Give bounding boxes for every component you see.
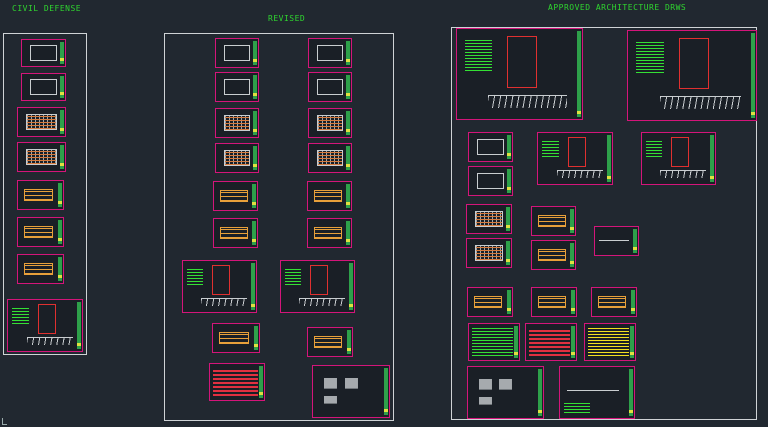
civil-defense-frame[interactable]: [3, 33, 87, 355]
drawing-sheet-section[interactable]: [594, 226, 639, 256]
drawing-sheet-schedule[interactable]: [209, 363, 265, 401]
drawing-sheet-floor-plan[interactable]: [215, 143, 259, 173]
drawing-sheet-plan[interactable]: [308, 38, 352, 68]
drawing-sheet-elevation[interactable]: [17, 254, 64, 284]
drawing-sheet-plan[interactable]: [21, 73, 66, 101]
drawing-sheet-floor-plan[interactable]: [308, 143, 352, 173]
revised-label: REVISED: [268, 14, 306, 23]
drawing-sheet-schedule[interactable]: [525, 323, 577, 361]
drawing-sheet-elevation[interactable]: [307, 327, 353, 357]
drawing-sheet-floor-plan[interactable]: [308, 108, 352, 138]
drawing-sheet-floor-plan[interactable]: [17, 107, 66, 137]
drawing-sheet-floor-plan[interactable]: [466, 204, 512, 234]
drawing-sheet-elevation[interactable]: [531, 240, 576, 270]
drawing-sheet-floor-plan[interactable]: [466, 238, 512, 268]
drawing-sheet-elevation[interactable]: [591, 287, 637, 317]
drawing-sheet-elevation[interactable]: [17, 180, 64, 210]
drawing-sheet-elevation[interactable]: [213, 218, 258, 248]
drawing-sheet-plan[interactable]: [21, 39, 66, 67]
approved-drawings-label: APPROVED ARCHITECTURE DRWS: [548, 3, 687, 12]
drawing-sheet-elevation[interactable]: [307, 181, 352, 211]
drawing-sheet-elevation[interactable]: [467, 287, 513, 317]
drawing-sheet-elevation[interactable]: [213, 181, 258, 211]
drawing-sheet-site-plan[interactable]: [537, 132, 613, 185]
drawing-sheet-details[interactable]: [467, 366, 544, 419]
drawing-sheet-site-plan[interactable]: [182, 260, 257, 313]
drawing-sheet-plan[interactable]: [215, 72, 259, 102]
drawing-sheet-elevation[interactable]: [531, 287, 577, 317]
drawing-sheet-elevation[interactable]: [17, 217, 64, 247]
revised-frame[interactable]: [164, 33, 394, 421]
drawing-sheet-notes[interactable]: [584, 323, 636, 361]
drawing-sheet-plan[interactable]: [215, 38, 259, 68]
drawing-sheet-site-plan[interactable]: [7, 299, 83, 352]
drawing-sheet-elevation[interactable]: [212, 323, 260, 353]
drawing-sheet-details[interactable]: [312, 365, 390, 418]
drawing-sheet-site-plan[interactable]: [280, 260, 355, 313]
drawing-sheet-plan[interactable]: [308, 72, 352, 102]
ucs-cursor-icon: [2, 418, 7, 425]
drawing-sheet-elevation[interactable]: [531, 206, 576, 236]
drawing-sheet-site-plan[interactable]: [627, 30, 757, 121]
drawing-sheet-plan[interactable]: [468, 132, 513, 162]
civil-defense-label: CIVIL DEFENSE: [12, 4, 82, 13]
drawing-sheet-plan[interactable]: [468, 166, 513, 196]
drawing-sheet-section[interactable]: [559, 366, 635, 419]
drawing-sheet-floor-plan[interactable]: [17, 142, 66, 172]
drawing-sheet-elevation[interactable]: [307, 218, 352, 248]
approved-drawings-frame[interactable]: [451, 27, 757, 420]
drawing-sheet-floor-plan[interactable]: [215, 108, 259, 138]
drawing-sheet-notes[interactable]: [468, 323, 520, 361]
drawing-sheet-site-plan[interactable]: [641, 132, 716, 185]
drawing-sheet-site-plan[interactable]: [456, 28, 583, 120]
